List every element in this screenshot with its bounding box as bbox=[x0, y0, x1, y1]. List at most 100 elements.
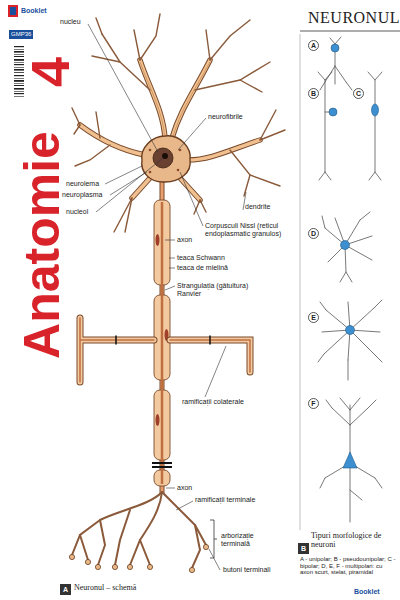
neuron-types-part bbox=[318, 72, 332, 180]
axon-part bbox=[152, 462, 172, 464]
barcode-part bbox=[14, 54, 24, 56]
terminal-branches bbox=[72, 492, 206, 568]
leader-lines-part bbox=[165, 240, 175, 241]
terminal-buttons-part bbox=[85, 559, 90, 564]
marker-letter: A bbox=[311, 42, 316, 49]
dendrite-branches bbox=[72, 14, 285, 232]
cell-body-part bbox=[177, 169, 180, 172]
part-name: butoni terminali bbox=[223, 566, 270, 574]
dendrite-branches-part bbox=[200, 200, 206, 212]
panel-marker: B bbox=[298, 543, 309, 554]
type-marker: E bbox=[308, 312, 319, 323]
type-key: A - unipolar; B - pseudounipolar; C - bi… bbox=[300, 556, 397, 576]
dendrite-branches-part bbox=[140, 14, 160, 60]
type-marker: C bbox=[353, 88, 364, 99]
part-name: teaca de mielină bbox=[177, 264, 228, 272]
dendrite-branches-part bbox=[260, 110, 276, 140]
panel-caption: Tipuri morfologice de neuroni bbox=[311, 532, 399, 550]
dendrite-trunks-fill-part bbox=[180, 178, 200, 200]
neuron-types-part bbox=[318, 300, 382, 380]
cell-body-part bbox=[142, 136, 190, 182]
dendrite-branches-part bbox=[210, 20, 250, 60]
axon-part bbox=[156, 234, 160, 246]
terminal-buttons bbox=[69, 544, 208, 572]
dendrite-branches-part bbox=[96, 18, 102, 34]
dendrite-branches-part bbox=[102, 34, 150, 90]
axon-part bbox=[161, 202, 164, 484]
dendrite-trunks-part bbox=[188, 140, 260, 160]
part-name: Corpusculi Nissl (reticul endoplasmatic … bbox=[205, 222, 300, 237]
terminal-branches-part bbox=[162, 492, 200, 568]
barcode-part bbox=[14, 96, 24, 98]
marker-letter: D bbox=[311, 230, 316, 237]
dendrite-trunks-part bbox=[180, 178, 200, 200]
dendrite-trunks-fill-part bbox=[172, 60, 210, 138]
terminal-branches-part bbox=[140, 540, 150, 565]
dendrite-branches-part bbox=[244, 175, 250, 196]
neurofibrils-part bbox=[172, 62, 210, 140]
terminal-branches-part bbox=[195, 525, 206, 545]
axon-part bbox=[161, 180, 164, 494]
dendrite-branches-part bbox=[96, 112, 100, 138]
cell-body-part bbox=[149, 149, 152, 152]
part-name: arborizație terminală bbox=[221, 532, 281, 547]
dendrite-branches-part bbox=[206, 30, 210, 60]
marker-letter: A bbox=[63, 586, 68, 593]
part-name: teaca Schwann bbox=[177, 254, 225, 262]
dendrite-branches-part bbox=[240, 80, 262, 92]
terminal-branches-part bbox=[72, 492, 162, 555]
publisher-name: Booklet bbox=[354, 588, 380, 596]
axon-part bbox=[152, 466, 172, 468]
terminal-branches-part bbox=[98, 520, 105, 565]
dendrite-branches-part bbox=[74, 125, 80, 134]
neuron-types-part bbox=[320, 398, 382, 522]
barcode-part bbox=[14, 49, 24, 51]
marker-letter: F bbox=[311, 400, 315, 407]
barcode-part bbox=[14, 93, 24, 94]
dendrite-branches-part bbox=[75, 145, 110, 166]
dendrite-trunks-fill-part bbox=[188, 140, 260, 160]
terminal-buttons-part bbox=[147, 564, 152, 569]
title-rule bbox=[300, 31, 400, 32]
leader-lines-part bbox=[166, 488, 175, 489]
dendrite-branches-part bbox=[195, 62, 270, 90]
product-code: GMP36 bbox=[9, 30, 33, 39]
publisher-logo bbox=[8, 5, 18, 17]
part-name: neuroplasma bbox=[62, 191, 102, 199]
dendrite-branches-part bbox=[125, 198, 132, 232]
neuron-types-part bbox=[368, 72, 382, 180]
part-name: Strangulația (gâtuitura) Ranvier bbox=[177, 282, 249, 297]
part-name: nucleol bbox=[66, 208, 88, 216]
leader-lines-part bbox=[165, 286, 175, 290]
neuron-type-bodies-part bbox=[341, 241, 350, 250]
marker-letter: C bbox=[356, 90, 361, 97]
barcode-part bbox=[14, 46, 24, 47]
cell-body-part bbox=[149, 171, 152, 174]
marker-letter: B bbox=[311, 90, 316, 97]
cell-body bbox=[142, 136, 190, 182]
neuron-types bbox=[318, 37, 382, 522]
neuron-type-bodies-part bbox=[343, 452, 357, 468]
neuron-type-bodies-part bbox=[346, 326, 355, 335]
neuron-type-bodies bbox=[329, 44, 379, 468]
type-marker: F bbox=[308, 398, 319, 409]
part-name: ramificații terminale bbox=[195, 496, 255, 504]
leader-lines-part bbox=[209, 549, 220, 570]
part-name: neurofibrile bbox=[208, 113, 243, 121]
part-name: axon bbox=[177, 484, 192, 492]
neuron-types-part bbox=[322, 212, 372, 282]
neuron-type-bodies-part bbox=[329, 108, 337, 116]
poster-title: NEURONUL bbox=[308, 9, 400, 27]
part-name: neurolema bbox=[66, 180, 99, 188]
dendrite-branches-part bbox=[114, 198, 132, 232]
publisher-logo-part bbox=[8, 5, 18, 17]
leader-lines-part bbox=[169, 258, 175, 259]
axon-part bbox=[154, 200, 170, 486]
leader-lines bbox=[88, 24, 246, 570]
neuron-type-bodies-part bbox=[331, 44, 339, 52]
leader-lines-part bbox=[105, 166, 142, 184]
dendrite-branches-part bbox=[72, 108, 80, 125]
neurofibrils-part bbox=[140, 62, 165, 140]
part-name: ramificații colaterale bbox=[182, 398, 244, 406]
